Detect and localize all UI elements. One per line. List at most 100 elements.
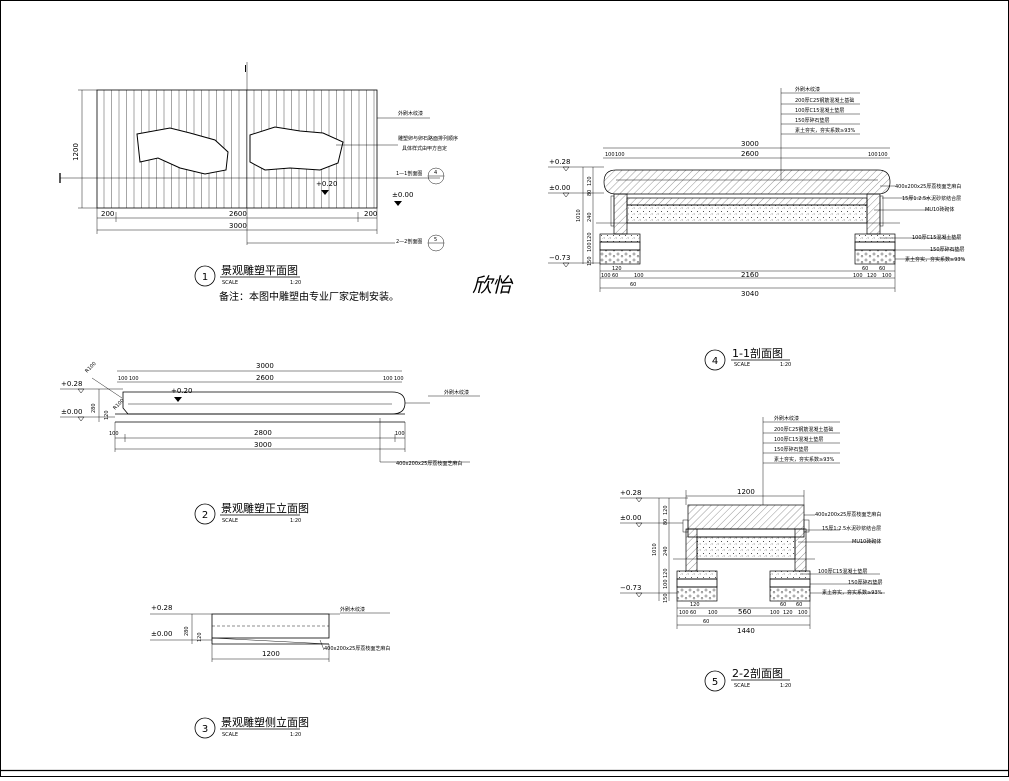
front-level-mid: +0.20	[171, 387, 192, 395]
side-label-stone: 400x200x25厚荔枝面芝麻白	[324, 645, 390, 652]
s2-leg-right	[794, 528, 807, 572]
front-dim-t1: 100	[118, 376, 128, 382]
front-dim-l2: 120	[104, 410, 110, 420]
s2-dim-b1: 60	[690, 610, 696, 616]
front-level-top: +0.28	[61, 380, 82, 388]
s2-level-ground: ±0.00	[620, 514, 641, 522]
s1-label-base-1: 150厚碎石垫层	[930, 246, 965, 253]
s2-concrete	[696, 536, 796, 560]
s2-label-base-2: 素土夯实，夯实系数≥93%	[822, 589, 883, 596]
s1-label-top-3: 150厚碎石垫层	[795, 117, 830, 124]
front-dim-t4: 100	[383, 376, 393, 382]
side-dim-bottom: 1200	[262, 650, 280, 658]
s1-dim-bs0: 120	[612, 266, 622, 272]
front-radius-2: R100	[112, 398, 125, 411]
s1-level-top: +0.28	[549, 158, 570, 166]
view3-scale-word: SCALE	[222, 732, 238, 738]
s2-dim-l2: 80	[663, 519, 669, 525]
s1-dim-l6: 100	[587, 242, 593, 252]
view2-number: 2	[202, 510, 208, 521]
s2-gravel-right	[769, 586, 811, 602]
s2-label-stone: 400x200x25厚荔枝面芝麻白	[815, 511, 881, 518]
s2-dim-total: 1440	[737, 627, 755, 635]
section-1-1-view: 外刷木纹漆 200厚C25钢筋混凝土基础 100厚C15混凝土垫层 150厚碎石…	[548, 86, 966, 371]
plan-dim-b3: 200	[364, 210, 377, 218]
plan-label-sculpture-1: 雕塑卵与卵石路面排列顺序	[398, 135, 458, 142]
view5-number: 5	[712, 677, 718, 688]
s1-dim-l0: 1010	[576, 209, 582, 222]
s2-level-top: +0.28	[620, 489, 641, 497]
s2-dim-top: 1200	[737, 488, 755, 496]
s2-dim-bs2: 60	[796, 602, 802, 608]
s1-label-top-0: 外刷木纹漆	[795, 86, 820, 93]
s1-gravel-right	[854, 249, 896, 265]
s1-label-top-2: 100厚C15混凝土垫层	[795, 107, 844, 114]
view3-number: 3	[202, 724, 208, 735]
front-label-wood: 外刷木纹漆	[444, 389, 469, 396]
front-dim-b2: 2800	[254, 429, 272, 437]
s2-footing-left	[676, 570, 718, 580]
bench-top-profile	[122, 391, 406, 415]
s2-label-top-0: 外刷木纹漆	[774, 415, 799, 422]
s1-label-top-4: 素土夯实，夯实系数≥93%	[795, 127, 856, 134]
plan-section-1-label: 1—1剖面图	[396, 170, 422, 177]
view3-title: 景观雕塑侧立面图	[221, 715, 309, 729]
section-mark: I	[244, 64, 247, 75]
s1-dim-t5: 100	[878, 152, 888, 158]
view2-scale-word: SCALE	[222, 518, 238, 524]
view4-number: 4	[712, 356, 718, 367]
plan-level-2: ±0.00	[392, 191, 413, 199]
view1-scale: 1:20	[290, 280, 301, 286]
plan-outline	[96, 89, 378, 209]
side-level-top: +0.28	[151, 604, 172, 612]
front-radius-1: R100	[84, 361, 97, 374]
front-dim-top: 3000	[256, 362, 274, 370]
view4-scale: 1:20	[780, 362, 791, 368]
s2-dim-l7: 150	[663, 593, 669, 603]
s1-dim-b6: 100	[882, 273, 892, 279]
s1-dim-b3: 2160	[741, 271, 759, 279]
front-dim-b1: 100	[109, 431, 119, 437]
s2-label-top-4: 素土夯实，夯实系数≥93%	[774, 456, 835, 463]
s1-label-base-0: 100厚C15混凝土垫层	[912, 234, 961, 241]
side-level-ground: ±0.00	[151, 630, 172, 638]
view-number-circle	[194, 265, 216, 287]
front-elevation-view: 外刷木纹漆 3000 100 100 2600 100 100 R100 R10…	[60, 361, 480, 525]
plan-dim-b1: 200	[101, 210, 114, 218]
s1-dim-l1: 120	[587, 176, 593, 186]
s2-dim-l0: 1010	[652, 543, 658, 556]
front-label-stone: 400x200x25厚荔枝面芝麻白	[396, 460, 462, 467]
s2-label-base-1: 150厚碎石垫层	[848, 579, 883, 586]
view1-scale-word: SCALE	[222, 280, 238, 286]
s1-bench-top	[603, 169, 891, 195]
plan-section-1-ref: 4	[434, 170, 437, 176]
s1-dim-sub: 60	[630, 282, 636, 288]
s1-slab	[626, 197, 868, 206]
s2-dim-b5: 120	[783, 610, 793, 616]
s2-gravel-left	[676, 586, 718, 602]
s2-dim-b6: 100	[798, 610, 808, 616]
s1-dim-l4: 240	[587, 212, 593, 222]
plan-view: 1200 I 外刷木纹漆 雕塑卵与卵石路面排列顺序 具体样式由甲方自定 1—1剖…	[59, 62, 458, 303]
view5-scale: 1:20	[780, 683, 791, 689]
s1-level-ground: ±0.00	[549, 184, 570, 192]
view1-title: 景观雕塑平面图	[221, 263, 298, 277]
s2-bench-top	[687, 504, 805, 530]
s1-dim-bs2: 60	[879, 266, 885, 272]
front-dim-total: 3000	[254, 441, 272, 449]
s2-label-top-2: 100厚C15混凝土垫层	[774, 436, 823, 443]
s2-dim-bs1: 60	[780, 602, 786, 608]
s2-dim-l6: 100	[663, 579, 669, 589]
s1-dim-t1: 100	[605, 152, 615, 158]
s2-dim-bs0: 120	[690, 602, 700, 608]
front-dim-t5: 100	[394, 376, 404, 382]
s1-dim-b0: 100	[601, 273, 611, 279]
s2-label-top-1: 200厚C25钢筋混凝土基础	[774, 426, 833, 433]
view2-scale: 1:20	[290, 518, 301, 524]
s1-label-brick: MU10砖砌体	[925, 206, 954, 213]
sculpture-stone-left	[136, 127, 229, 175]
front-dim-t3: 2600	[256, 374, 274, 382]
level-marker-icon	[321, 190, 329, 195]
